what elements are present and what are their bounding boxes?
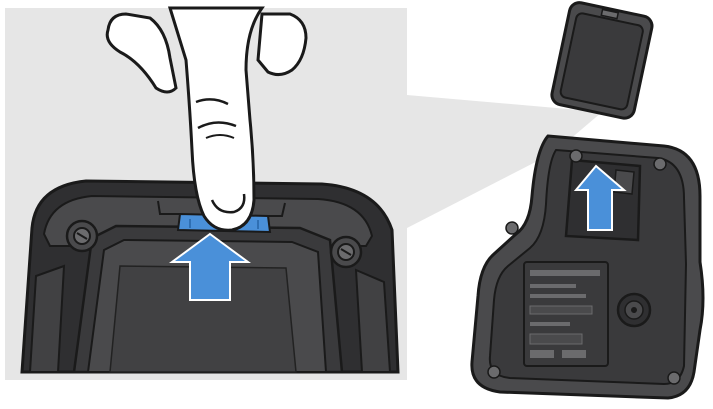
overview-screw-bottom-right — [668, 372, 680, 384]
screw-left — [67, 221, 97, 251]
overview-panel — [472, 1, 703, 398]
side-feet-left — [30, 266, 64, 372]
overview-label-plate — [524, 262, 608, 366]
overview-screw-left — [506, 222, 518, 234]
overview-screw-top-right — [654, 158, 666, 170]
overview-screw-top-left — [570, 150, 582, 162]
side-feet-right — [356, 270, 390, 372]
overview-round-connector — [618, 294, 650, 326]
overview-screw-bottom-left — [488, 366, 500, 378]
screw-right — [331, 237, 361, 267]
battery-pack — [550, 1, 654, 120]
